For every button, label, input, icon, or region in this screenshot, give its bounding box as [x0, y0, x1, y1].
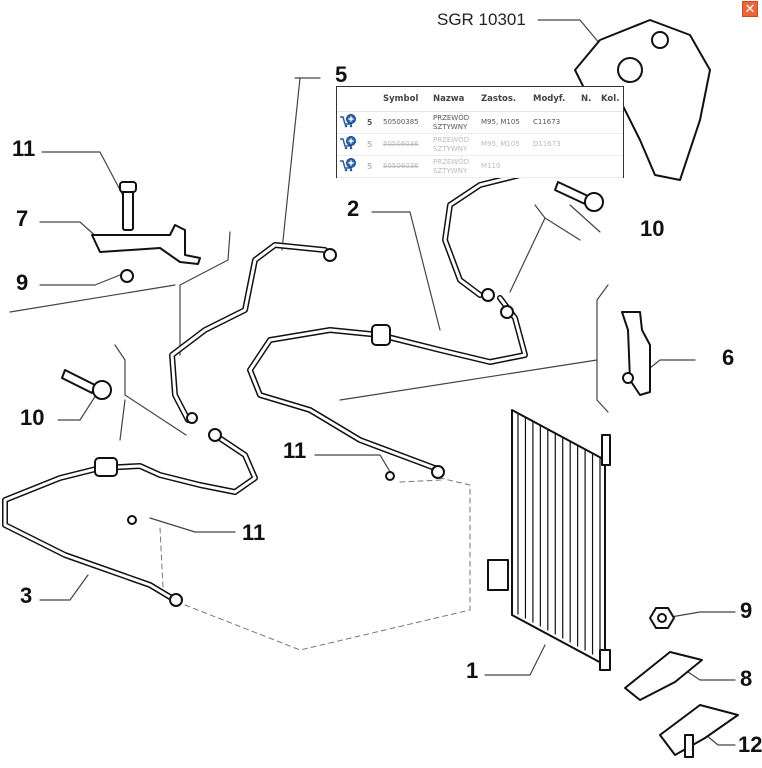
pump-assembly — [574, 19, 711, 181]
table-header: Symbol Nazwa Zastos. Modyf. N. Kol. — [337, 87, 623, 112]
col-symbol: Symbol — [381, 87, 431, 112]
callout-1[interactable]: 1 — [466, 658, 479, 683]
callout-7[interactable]: 7 — [16, 206, 29, 231]
symbol-cell: 50506036 — [381, 155, 431, 178]
modif-cell: D11673 — [531, 133, 579, 156]
qty-cell — [599, 133, 623, 156]
close-button[interactable]: ✕ — [742, 1, 758, 17]
n-cell — [579, 111, 599, 134]
usage-cell: M110 — [479, 155, 531, 178]
hardware-right — [624, 607, 739, 758]
col-cart — [337, 87, 365, 112]
oil-cooler-1 — [487, 409, 611, 671]
callout-11[interactable]: 11 — [283, 438, 307, 463]
pipe-2 — [247, 172, 528, 473]
qty-cell — [599, 155, 623, 178]
cart-cell[interactable] — [337, 111, 365, 134]
dashed-lines — [159, 477, 471, 651]
clamp-6 — [621, 311, 651, 396]
close-icon: ✕ — [744, 1, 756, 17]
callout-9[interactable]: 9 — [16, 270, 29, 295]
assembly-label: SGR 10301 — [437, 10, 526, 29]
callout-5[interactable]: 5 — [335, 62, 348, 87]
pipe-5-inner — [170, 243, 327, 422]
bolts — [61, 181, 604, 525]
col-modif: Modyf. — [531, 87, 579, 112]
name-cell: PRZEWÓD SZTYWNY — [431, 155, 479, 178]
modif-cell: C11673 — [531, 111, 579, 134]
callout-8[interactable]: 8 — [740, 666, 753, 691]
bracket-7 — [91, 224, 201, 283]
callout-10[interactable]: 10 — [640, 216, 665, 241]
pipe-2-inner — [248, 173, 527, 472]
cart-cell[interactable] — [337, 155, 365, 178]
callout-3[interactable]: 3 — [20, 583, 33, 608]
position-cell: 5 — [365, 111, 381, 134]
callout-10[interactable]: 10 — [20, 405, 45, 430]
col-pos — [365, 87, 381, 112]
qty-cell — [599, 111, 623, 134]
add-to-cart-icon[interactable] — [339, 158, 357, 172]
callout-11[interactable]: 11 — [12, 136, 36, 161]
callout-9[interactable]: 9 — [740, 598, 753, 623]
add-to-cart-icon[interactable] — [339, 114, 357, 128]
usage-cell: M95, M105 — [479, 111, 531, 134]
name-cell: PRZEWÓD SZTYWNY — [431, 133, 479, 156]
callout-6[interactable]: 6 — [722, 345, 735, 370]
pipe-3-inner — [3, 433, 257, 602]
cart-cell[interactable] — [337, 133, 365, 156]
n-cell — [579, 155, 599, 178]
leader-lines — [9, 19, 736, 746]
col-name: Nazwa — [431, 87, 479, 112]
name-cell: PRZEWÓD SZTYWNY — [431, 111, 479, 134]
position-cell: 5 — [365, 133, 381, 156]
symbol-cell: 50506036 — [381, 133, 431, 156]
modif-cell — [531, 155, 579, 178]
symbol-cell: 50500385 — [381, 111, 431, 134]
callout-12[interactable]: 12 — [738, 732, 762, 757]
col-usage: Zastos. — [479, 87, 531, 112]
col-n: N. — [579, 87, 599, 112]
usage-cell: M95, M105 — [479, 133, 531, 156]
callout-2[interactable]: 2 — [347, 196, 360, 221]
callout-11[interactable]: 11 — [242, 520, 266, 545]
position-cell: 5 — [365, 155, 381, 178]
add-to-cart-icon[interactable] — [339, 136, 357, 150]
col-qty: Kol. — [599, 87, 623, 112]
fittings — [94, 248, 514, 607]
n-cell — [579, 133, 599, 156]
cooler-fins — [517, 413, 601, 659]
